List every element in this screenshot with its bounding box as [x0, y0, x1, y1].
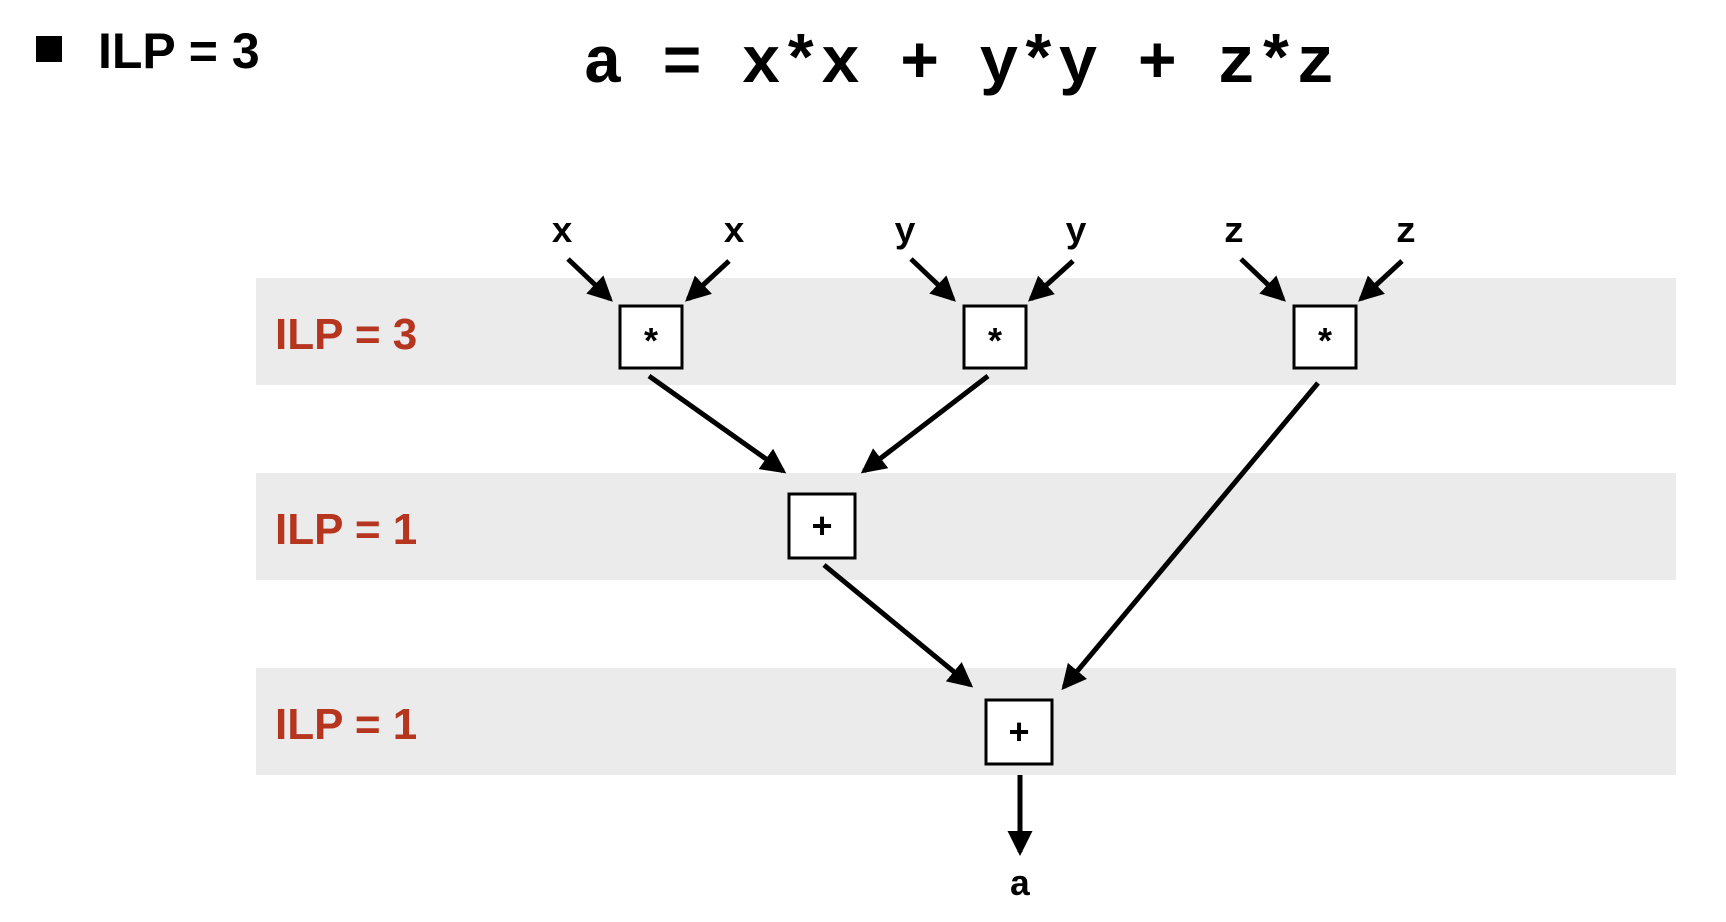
level-label-3: ILP = 1: [275, 700, 417, 749]
op-add-xy: +: [787, 492, 857, 560]
edge-mul1-to-add1: [647, 373, 787, 474]
op-add-final: +: [984, 698, 1054, 766]
edge-mul3-to-add2: [1061, 381, 1320, 691]
edge-z1-to-mul3: [1239, 257, 1286, 302]
level-label-2: ILP = 1: [275, 505, 417, 554]
bullet-heading: ILP = 3: [98, 23, 260, 79]
edge-y2-to-mul2: [1028, 259, 1075, 302]
op-multiply-x: *: [618, 304, 684, 370]
op-symbol-multiply: *: [984, 324, 1006, 365]
edge-z2-to-mul3: [1358, 259, 1404, 302]
input-x-2: x: [723, 212, 745, 253]
op-symbol-multiply: *: [1314, 324, 1336, 365]
edge-x1-to-mul1: [566, 257, 613, 302]
edge-y1-to-mul2: [909, 257, 956, 302]
edge-x2-to-mul1: [685, 259, 731, 302]
op-multiply-y: *: [962, 304, 1028, 370]
input-z-2: z: [1395, 212, 1417, 253]
edge-add1-to-add2: [822, 563, 974, 688]
input-z-1: z: [1223, 212, 1245, 253]
input-y-1: y: [894, 212, 916, 253]
equation-title: a = x*x + y*y + z*z: [583, 27, 1336, 102]
op-symbol-add: +: [1008, 714, 1030, 755]
op-multiply-z: *: [1292, 304, 1358, 370]
input-y-2: y: [1065, 212, 1087, 253]
output-a: a: [1009, 865, 1031, 906]
bullet-square-icon: [36, 36, 62, 62]
input-x-1: x: [551, 212, 573, 253]
level-label-1: ILP = 3: [275, 310, 417, 359]
edge-mul2-to-add1: [860, 374, 990, 474]
op-symbol-add: +: [811, 508, 833, 549]
level-band-2: [256, 473, 1676, 580]
op-symbol-multiply: *: [640, 324, 662, 365]
